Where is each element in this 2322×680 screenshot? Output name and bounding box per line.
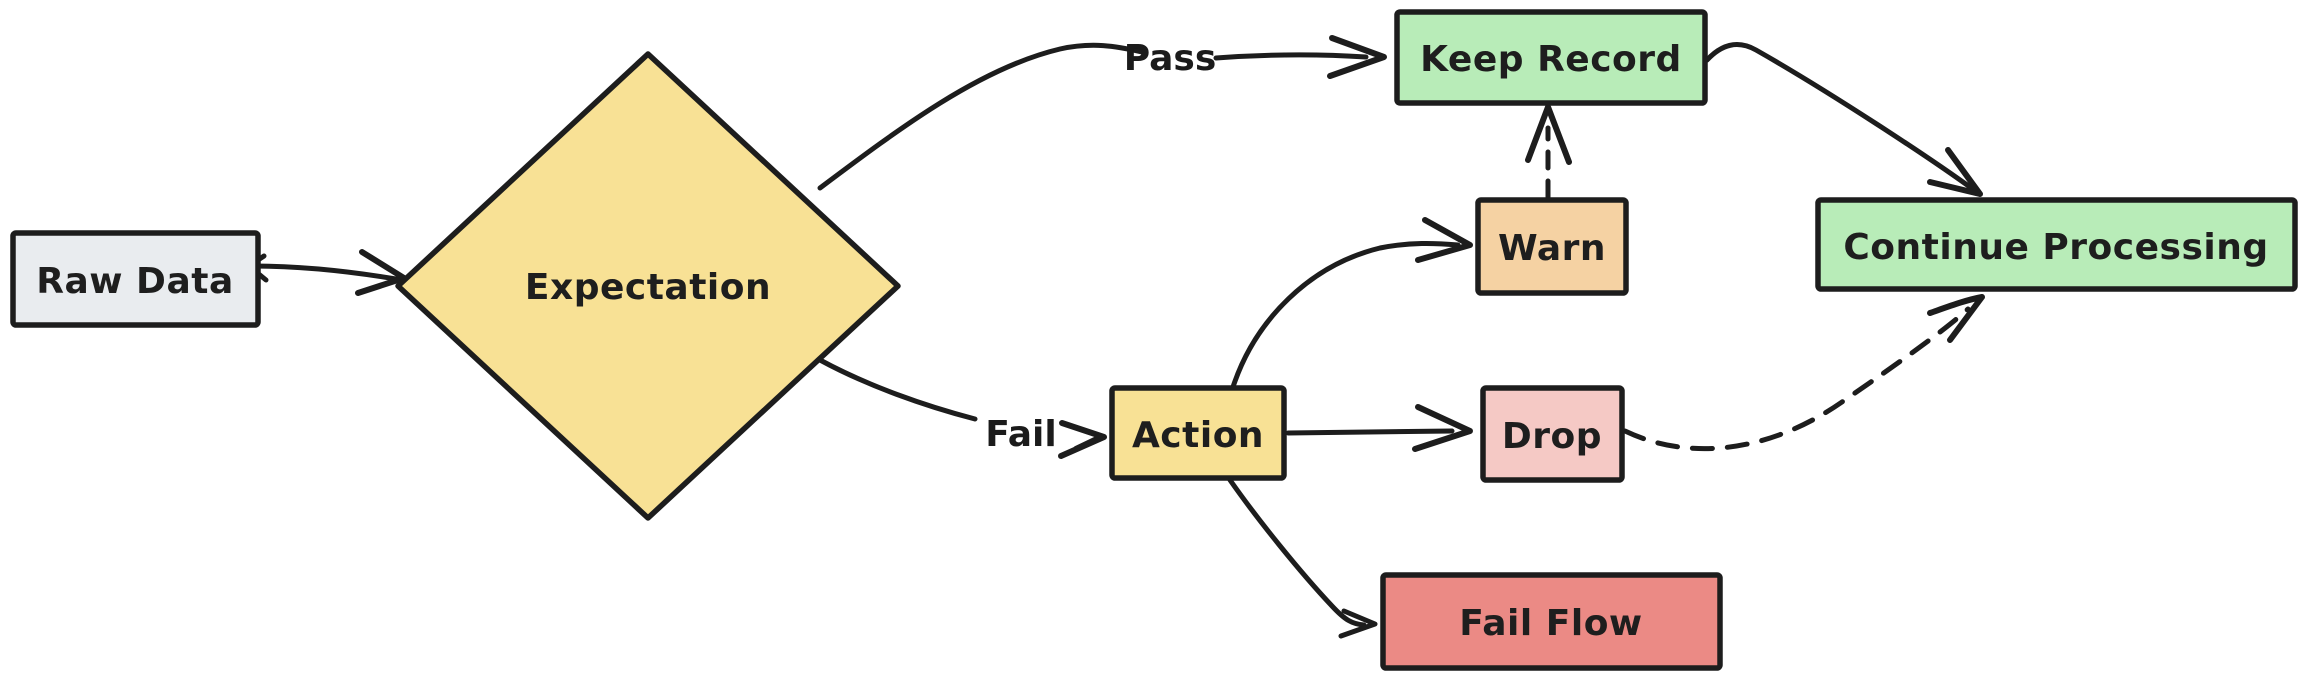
arrowhead-into-warn	[1415, 217, 1473, 263]
edge-raw-data-to-expectation-line	[249, 263, 399, 282]
edge-pass-line-before-label	[817, 42, 1145, 191]
continue-processing-label: Continue Processing	[1843, 227, 2268, 268]
node-continue-processing: Continue Processing	[1815, 197, 2298, 292]
drop-box	[1480, 385, 1625, 483]
edge-pass-line-after-label	[1213, 52, 1369, 61]
fail-flow-label: Fail Flow	[1459, 603, 1642, 644]
keep-record-label: Keep Record	[1420, 39, 1682, 80]
node-action: Action	[1109, 385, 1287, 481]
raw-data-label: Raw Data	[36, 261, 233, 302]
arrowhead-into-keep-record	[1327, 35, 1387, 79]
edge-action-drop-line	[1285, 428, 1455, 436]
edge-expectation-to-keep-record: Pass	[817, 35, 1387, 191]
action-box	[1109, 385, 1287, 481]
edge-fail-line-before-label	[817, 357, 978, 422]
edge-action-to-warn	[1230, 217, 1473, 390]
expectation-diamond	[395, 51, 901, 521]
edge-label-fail: Fail	[985, 414, 1056, 455]
node-fail-flow: Fail Flow	[1380, 572, 1723, 671]
warn-box	[1475, 197, 1629, 296]
node-expectation: Expectation	[395, 51, 901, 521]
warn-label: Warn	[1498, 228, 1606, 269]
edge-keep-record-to-continue-processing	[1704, 42, 1983, 197]
edge-keep-continue-line	[1704, 42, 1977, 193]
keep-record-box	[1394, 9, 1708, 106]
arrowhead-into-continue-bottom	[1927, 294, 1985, 343]
fail-flow-box	[1380, 572, 1723, 671]
arrowhead-into-fail-flow	[1338, 608, 1378, 639]
node-warn: Warn	[1475, 197, 1629, 296]
node-raw-data: Raw Data	[10, 230, 261, 328]
node-keep-record: Keep Record	[1394, 9, 1708, 106]
drop-label: Drop	[1502, 416, 1602, 457]
raw-data-box	[10, 230, 261, 328]
edge-warn-to-keep-record-dashed	[1525, 104, 1572, 200]
node-drop: Drop	[1480, 385, 1625, 483]
continue-processing-box	[1815, 197, 2298, 292]
edge-expectation-to-action: Fail	[817, 357, 1107, 459]
edge-label-pass: Pass	[1124, 38, 1217, 79]
edge-action-fail-flow-line	[1227, 477, 1367, 628]
arrowhead-into-action	[1058, 420, 1107, 459]
action-label: Action	[1132, 415, 1264, 456]
arrowhead-into-drop	[1412, 404, 1473, 452]
expectation-label: Expectation	[525, 267, 771, 308]
edge-drop-to-continue-processing-dashed	[1622, 294, 1985, 452]
edge-action-warn-line	[1230, 240, 1461, 390]
edge-raw-data-to-expectation	[246, 249, 407, 296]
edge-action-to-drop	[1285, 404, 1473, 452]
arrowhead-into-keep-record-bottom	[1525, 104, 1572, 165]
arrowhead-into-expectation	[355, 249, 407, 296]
edge-action-to-fail-flow	[1227, 477, 1378, 639]
edge-drop-continue-dashes	[1622, 306, 1971, 452]
arrowhead-into-continue-top	[1927, 147, 1983, 197]
